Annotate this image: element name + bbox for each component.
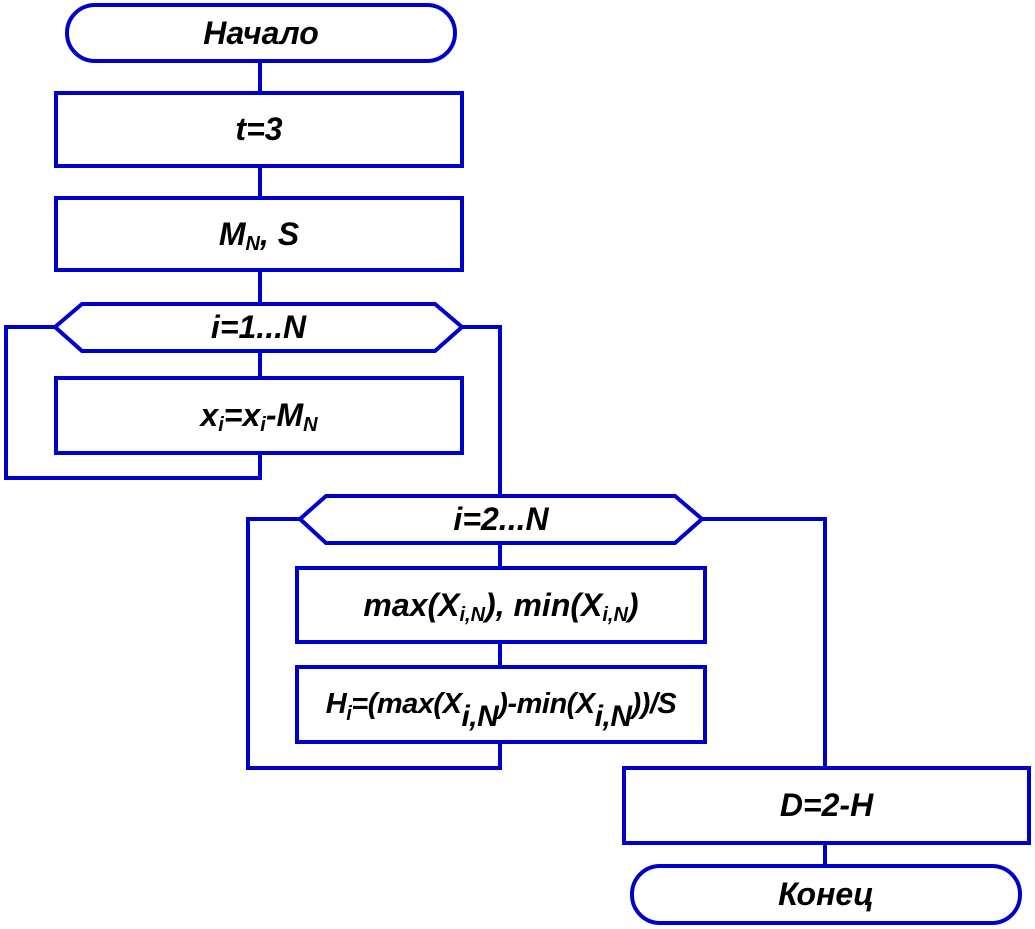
compute-h-s2: i,N [594,699,632,733]
compute-h-t3: ))/S [631,688,677,720]
terminator-end [630,864,1022,925]
maxmin-s1: i,N [459,603,486,626]
compute-h-t2: )-min(X [498,688,595,720]
terminator-start [65,3,457,63]
loop1-back-edge [4,325,262,480]
input-rest: , S [259,215,300,252]
input-m-subscript: N [245,232,260,255]
compute-d-text: D=2-H [779,787,874,823]
end-text: Конец [778,876,874,912]
compute-d-label: D=2-H [624,768,1029,843]
process-compute-h [295,665,707,744]
subtract-eq: =x [223,397,261,433]
loop-hexagon-1 [51,302,466,353]
process-subtract [54,376,464,455]
start-text: Начало [203,14,319,51]
loop2-label: i=2...N [300,496,702,543]
loop-hexagon-2 [297,494,706,545]
subtract-m-subscript: N [303,414,318,436]
loop1-text: i=1...N [210,309,307,345]
loop2-back-edge [246,517,502,770]
compute-h-s1: i,N [461,699,499,733]
loop2-exit-edge [702,517,827,768]
loop1-exit-edge [462,325,700,521]
compute-h-t1: =(max(X [351,688,462,720]
compute-h-subscript: i [346,703,352,725]
assign-t-label: t=3 [56,93,462,166]
subtract-x1: x [200,397,219,433]
subtract-x2-subscript: i [260,414,266,436]
maxmin-t2: ), min(X [485,586,603,623]
subtract-x1-subscript: i [218,414,224,436]
maxmin-s2: i,N [602,603,628,626]
compute-h-symbol: H [325,688,347,720]
maxmin-t3: ) [627,586,639,623]
process-assign-t [54,91,464,168]
process-compute-d [622,766,1031,845]
start-label: Начало [67,5,455,61]
subtract-minus-m: -M [265,397,304,433]
process-maxmin [295,566,707,644]
assign-t-text: t=3 [235,111,283,147]
process-input-m-s [54,196,464,272]
loop1-label: i=1...N [55,304,462,351]
input-m-symbol: M [218,215,246,252]
maxmin-t1: max(X [363,586,460,623]
end-label: Конец [632,866,1020,923]
loop2-text: i=2...N [453,501,549,537]
